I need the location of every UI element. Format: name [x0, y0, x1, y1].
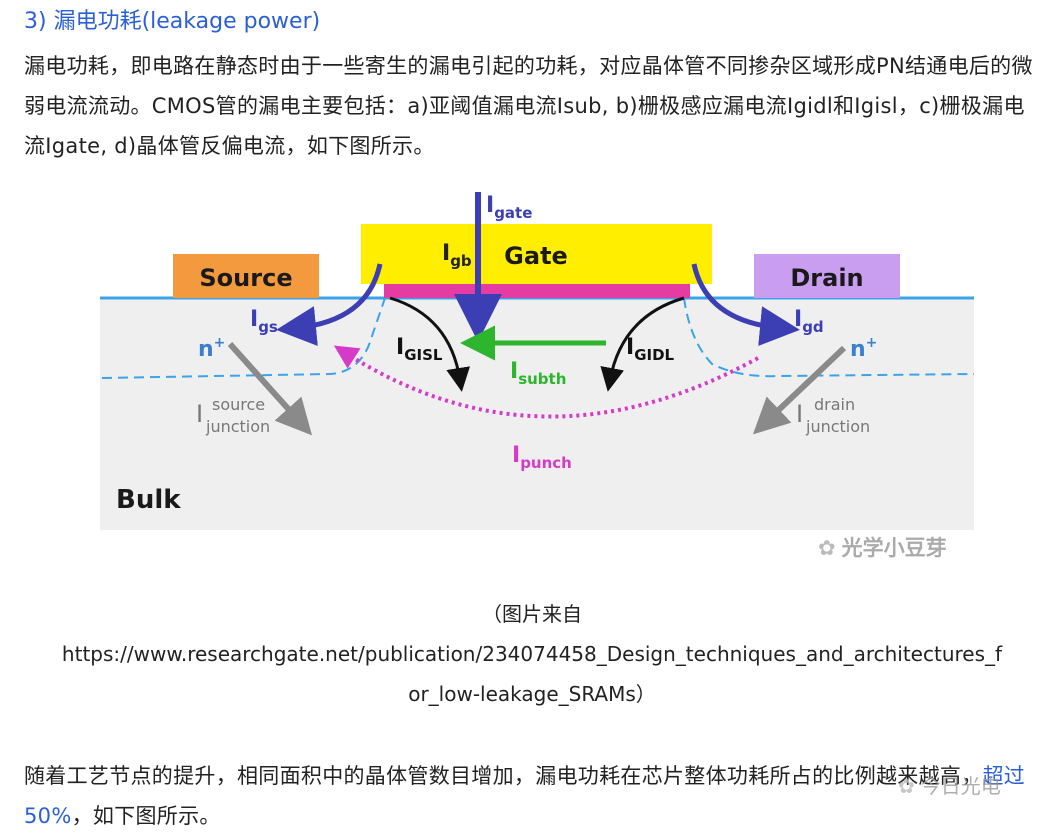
bulk-label: Bulk [116, 485, 181, 515]
section-heading: 3) 漏电功耗(leakage power) [24, 9, 321, 34]
source-label: Source [199, 264, 292, 292]
gate-region [361, 224, 712, 284]
gate-label: Gate [504, 242, 568, 270]
igidl-label: IGIDL [626, 335, 675, 364]
igisl-label: IGISL [396, 335, 443, 364]
igate-label: Igate [486, 193, 532, 222]
caption-line-3: or_low-leakage_SRAMs） [408, 682, 656, 706]
substrate [100, 298, 974, 530]
isubth-label: Isubth [510, 359, 566, 388]
wechat-icon: ✿ [818, 536, 836, 560]
igisl-arrow [389, 296, 470, 392]
drain-region [754, 254, 900, 298]
drain-junction-label: I [796, 400, 803, 428]
watermark-author: ✿光学小豆芽 [818, 536, 947, 560]
leakage-diagram: Source Drain Gate Igate Igb Igs Igd IGIS… [100, 192, 975, 530]
source-junction-label: I [196, 400, 203, 428]
ipunch-label: Ipunch [512, 443, 572, 472]
ipunch-arrow [333, 345, 759, 419]
igs-label: Igs [250, 307, 278, 336]
drain-junction-arrow [752, 345, 847, 435]
gate-oxide [384, 284, 690, 298]
watermark-site: ✿今日光电 [898, 774, 1001, 798]
caption-source-url: https://www.researchgate.net/publication… [61, 642, 1003, 666]
source-junction-sub-2: junction [205, 417, 270, 436]
drain-label: Drain [790, 264, 863, 292]
source-junction-sub-1: source [212, 395, 265, 414]
n-plus-left: n+ [198, 335, 225, 362]
igidl-arrow [600, 296, 685, 392]
drain-junction-boundary [683, 297, 975, 378]
source-junction-arrow [227, 341, 313, 436]
second-paragraph: 随着工艺节点的提升，相同面积中的晶体管数目增加，漏电功耗在芯片整体功耗所占的比例… [24, 764, 1026, 828]
wechat-icon: ✿ [898, 774, 915, 798]
igd-arrow [691, 263, 800, 347]
drain-junction-sub-1: drain [814, 395, 855, 414]
drain-junction-sub-2: junction [805, 417, 870, 436]
igd-label: Igd [794, 307, 824, 336]
caption-line-1: （图片来自 [482, 602, 582, 626]
igb-label: Igb [442, 241, 472, 270]
source-region [173, 254, 319, 298]
intro-paragraph: 漏电功耗，即电路在静态时由于一些寄生的漏电引起的功耗，对应晶体管不同掺杂区域形成… [24, 54, 1033, 158]
igs-arrow [276, 263, 383, 346]
n-plus-right: n+ [850, 335, 877, 362]
over-50-percent-link[interactable]: 超过50% [24, 764, 1026, 828]
